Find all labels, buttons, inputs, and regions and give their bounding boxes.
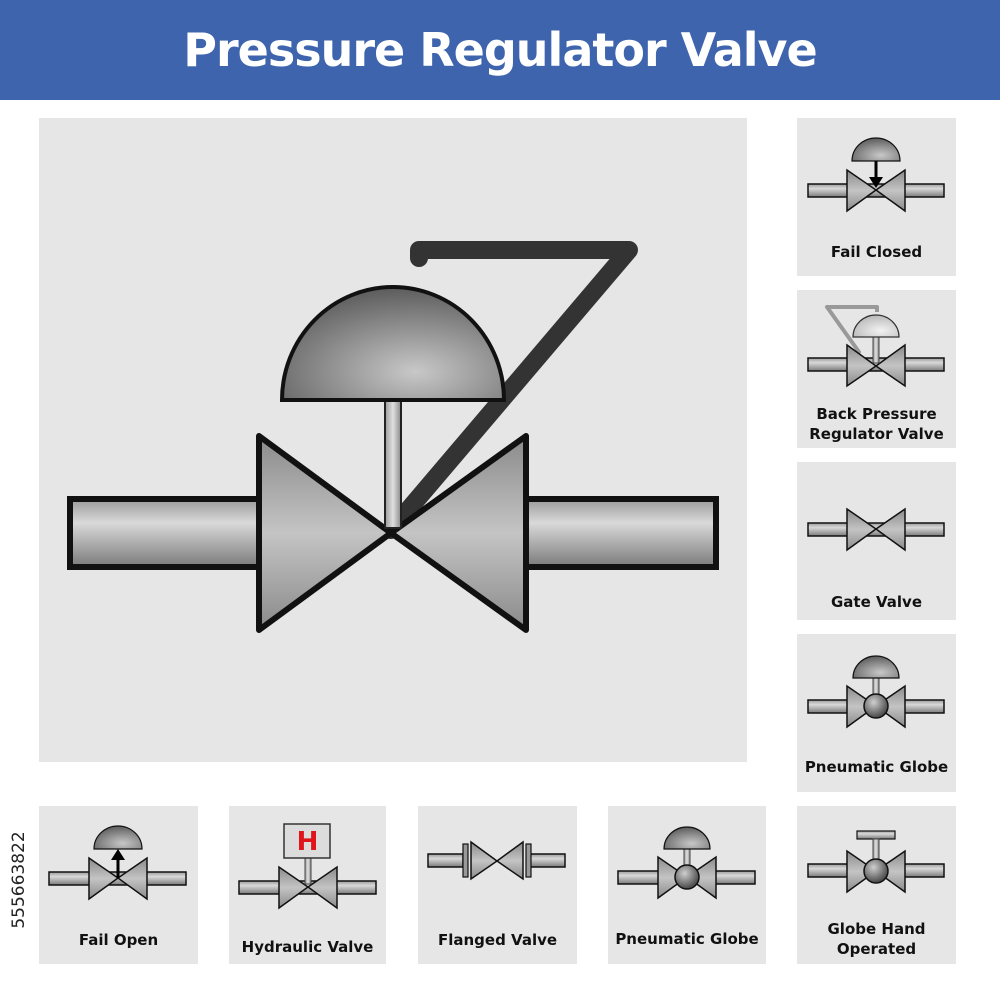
actuator-dome <box>279 285 507 402</box>
valve-stem <box>384 399 402 529</box>
valve-body-left <box>256 433 394 633</box>
card-label: Pneumatic Globe <box>804 758 949 776</box>
card-label: Fail Open <box>78 931 159 949</box>
card-label: Gate Valve <box>830 593 922 611</box>
card-label: Hydraulic Valve <box>241 938 374 956</box>
gate-valve-symbol <box>807 507 945 552</box>
card-label-line1: Back Pressure <box>816 405 937 423</box>
feedback-line <box>382 241 638 539</box>
card-fail-open: Fail Open <box>39 806 198 964</box>
card-label: Pneumatic Globe <box>615 930 759 948</box>
main-diagram-panel <box>39 118 747 762</box>
card-hydraulic-valve: H Hydraulic Valve <box>229 806 386 964</box>
card-fail-closed: Fail Closed <box>797 118 956 276</box>
outlet-pipe <box>523 496 719 570</box>
flanged-valve-symbol <box>427 840 566 881</box>
page-title: Pressure Regulator Valve <box>183 23 817 77</box>
back-pressure-regulator-symbol <box>807 305 945 388</box>
card-label-line2: Operated <box>836 940 917 958</box>
valve-body-right <box>388 433 529 633</box>
hydraulic-badge: H <box>296 827 319 857</box>
pneumatic-globe-symbol <box>807 655 945 729</box>
title-banner: Pressure Regulator Valve <box>0 0 1000 100</box>
pneumatic-globe-symbol <box>617 826 756 900</box>
card-label-line1: Globe Hand <box>827 920 926 938</box>
hydraulic-valve-symbol <box>238 823 377 910</box>
card-gate-valve: Gate Valve <box>797 462 956 620</box>
card-pneumatic-globe-right: Pneumatic Globe <box>797 634 956 792</box>
stock-id-vertical: 555663822 <box>4 760 34 1000</box>
card-label-line2: Regulator Valve <box>809 425 944 443</box>
card-pneumatic-globe-bottom: Pneumatic Globe <box>608 806 766 964</box>
fail-open-symbol <box>48 825 187 901</box>
card-label: Flanged Valve <box>437 931 558 949</box>
card-flanged-valve: Flanged Valve <box>418 806 577 964</box>
card-back-pressure-regulator: Back Pressure Regulator Valve <box>797 290 956 448</box>
globe-hand-operated-symbol <box>807 830 945 894</box>
stock-id-text: 555663822 <box>9 831 29 929</box>
card-label: Fail Closed <box>830 243 923 261</box>
pressure-regulator-valve-symbol <box>67 241 719 633</box>
fail-closed-symbol <box>807 137 945 213</box>
card-globe-hand-operated: Globe Hand Operated <box>797 806 956 964</box>
inlet-pipe <box>67 496 263 570</box>
